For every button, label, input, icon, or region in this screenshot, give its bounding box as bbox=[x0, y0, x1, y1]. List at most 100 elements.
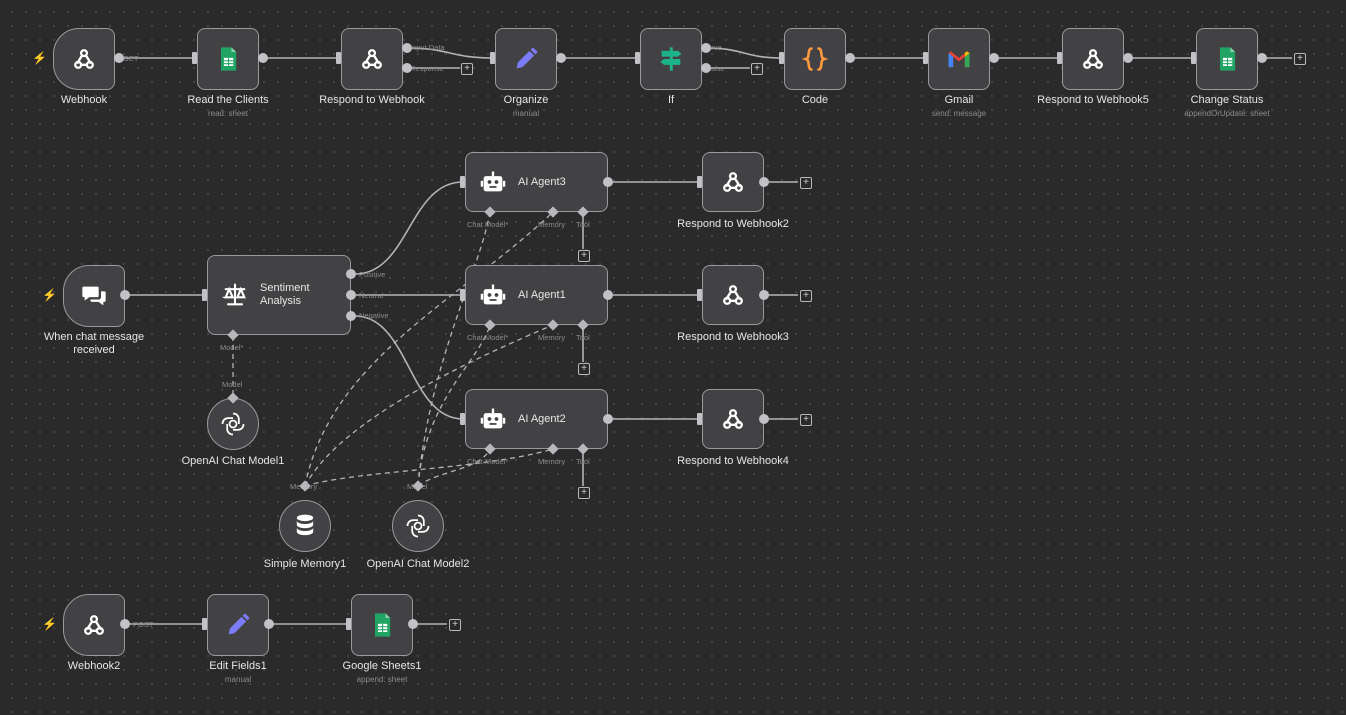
respond-webhook5-label: Respond to Webhook5 bbox=[1037, 94, 1149, 106]
read-clients-node[interactable] bbox=[197, 28, 259, 90]
code-node[interactable] bbox=[784, 28, 846, 90]
output-port bbox=[402, 63, 412, 73]
output-port bbox=[264, 619, 274, 629]
respond-webhook2-node[interactable] bbox=[702, 152, 764, 212]
signpost-icon bbox=[656, 44, 686, 74]
input-port bbox=[1057, 52, 1062, 64]
edge-label-positive: Positive bbox=[359, 270, 386, 279]
google-sheets1-node[interactable] bbox=[351, 594, 413, 656]
respond-webhook5-node[interactable] bbox=[1062, 28, 1124, 90]
input-port bbox=[460, 289, 465, 301]
output-port bbox=[759, 177, 769, 187]
trigger-lightning-icon: ⚡ bbox=[42, 288, 57, 302]
add-node-button[interactable]: + bbox=[1294, 53, 1306, 65]
input-port bbox=[202, 618, 207, 630]
trigger-lightning-icon: ⚡ bbox=[42, 617, 57, 631]
simple-memory1-node[interactable] bbox=[279, 500, 331, 552]
output-port bbox=[114, 53, 124, 63]
add-node-button[interactable]: + bbox=[449, 619, 461, 631]
edge-positive-agent3[interactable] bbox=[354, 181, 464, 275]
respond-webhook-node[interactable] bbox=[341, 28, 403, 90]
agent2-chat-model-label: Chat Model* bbox=[467, 457, 509, 466]
change-status-node[interactable] bbox=[1196, 28, 1258, 90]
webhook-label: Webhook bbox=[60, 94, 108, 106]
change-status-sub: appendOrUpdate: sheet bbox=[1184, 109, 1270, 118]
output-port bbox=[346, 290, 356, 300]
code-label: Code bbox=[801, 94, 829, 106]
robot-icon bbox=[478, 167, 508, 197]
input-port bbox=[923, 52, 928, 64]
gmail-icon bbox=[944, 44, 974, 74]
balance-scale-icon bbox=[220, 280, 250, 310]
output-port bbox=[408, 619, 418, 629]
add-node-button[interactable]: + bbox=[751, 63, 763, 75]
webhook-node[interactable] bbox=[53, 28, 115, 90]
add-node-button[interactable]: + bbox=[578, 487, 590, 499]
webhook-icon bbox=[718, 280, 748, 310]
input-port bbox=[336, 52, 341, 64]
add-node-button[interactable]: + bbox=[800, 290, 812, 302]
add-node-button[interactable]: + bbox=[461, 63, 473, 75]
output-port bbox=[1123, 53, 1133, 63]
chat-trigger-label: When chat message received bbox=[43, 331, 145, 356]
output-port bbox=[346, 269, 356, 279]
webhook-icon bbox=[69, 44, 99, 74]
ai-agent3-node[interactable]: AI Agent3 bbox=[465, 152, 608, 212]
openai-icon bbox=[218, 409, 248, 439]
webhook-icon bbox=[718, 404, 748, 434]
ai-agent2-node[interactable]: AI Agent2 bbox=[465, 389, 608, 449]
agent3-tool-label: Tool bbox=[576, 220, 590, 229]
pencil-icon bbox=[511, 44, 541, 74]
edit-fields1-sub: manual bbox=[224, 675, 252, 684]
openai-model1-node[interactable] bbox=[207, 398, 259, 450]
chat-bubbles-icon bbox=[79, 281, 109, 311]
openai-model2-node[interactable] bbox=[392, 500, 444, 552]
webhook2-label: Webhook2 bbox=[67, 660, 121, 672]
input-port bbox=[490, 52, 495, 64]
add-node-button[interactable]: + bbox=[578, 250, 590, 262]
read-clients-label: Read the Clients bbox=[187, 94, 269, 106]
edge-label-false: false bbox=[709, 64, 725, 73]
webhook2-node[interactable] bbox=[63, 594, 125, 656]
respond-webhook4-node[interactable] bbox=[702, 389, 764, 449]
respond-webhook3-node[interactable] bbox=[702, 265, 764, 325]
google-sheets1-label: Google Sheets1 bbox=[342, 660, 422, 672]
sentiment-analysis-node[interactable]: Sentiment Analysis bbox=[207, 255, 351, 335]
input-port bbox=[460, 413, 465, 425]
output-port bbox=[603, 414, 613, 424]
edge-negative-agent2[interactable] bbox=[354, 315, 464, 420]
agent2-tool-label: Tool bbox=[576, 457, 590, 466]
output-port bbox=[845, 53, 855, 63]
webhook-icon bbox=[718, 167, 748, 197]
edge-label-post: POST bbox=[133, 620, 154, 629]
add-node-button[interactable]: + bbox=[800, 177, 812, 189]
google-sheets-icon bbox=[213, 44, 243, 74]
sentiment-model-label: Model* bbox=[220, 343, 244, 352]
add-node-button[interactable]: + bbox=[800, 414, 812, 426]
organize-label: Organize bbox=[503, 94, 549, 106]
edge-model2-agent2[interactable] bbox=[417, 448, 491, 487]
change-status-label: Change Status bbox=[1190, 94, 1264, 106]
output-port bbox=[989, 53, 999, 63]
edge-memory-agent2[interactable] bbox=[304, 448, 554, 487]
if-node[interactable] bbox=[640, 28, 702, 90]
agent3-chat-model-label: Chat Model* bbox=[467, 220, 509, 229]
gmail-node[interactable] bbox=[928, 28, 990, 90]
add-node-button[interactable]: + bbox=[578, 363, 590, 375]
edit-fields1-node[interactable] bbox=[207, 594, 269, 656]
organize-sub: manual bbox=[512, 109, 540, 118]
agent1-tool-label: Tool bbox=[576, 333, 590, 342]
chat-trigger-node[interactable] bbox=[63, 265, 125, 327]
input-port bbox=[779, 52, 784, 64]
robot-icon bbox=[478, 404, 508, 434]
simple-memory1-label: Simple Memory1 bbox=[263, 558, 347, 570]
pencil-icon bbox=[223, 610, 253, 640]
edge-label-get: GET bbox=[123, 54, 139, 63]
google-sheets1-sub: append: sheet bbox=[356, 675, 408, 684]
organize-node[interactable] bbox=[495, 28, 557, 90]
ai-agent1-node[interactable]: AI Agent1 bbox=[465, 265, 608, 325]
if-label: If bbox=[667, 94, 675, 106]
gmail-label: Gmail bbox=[944, 94, 974, 106]
input-port bbox=[460, 176, 465, 188]
